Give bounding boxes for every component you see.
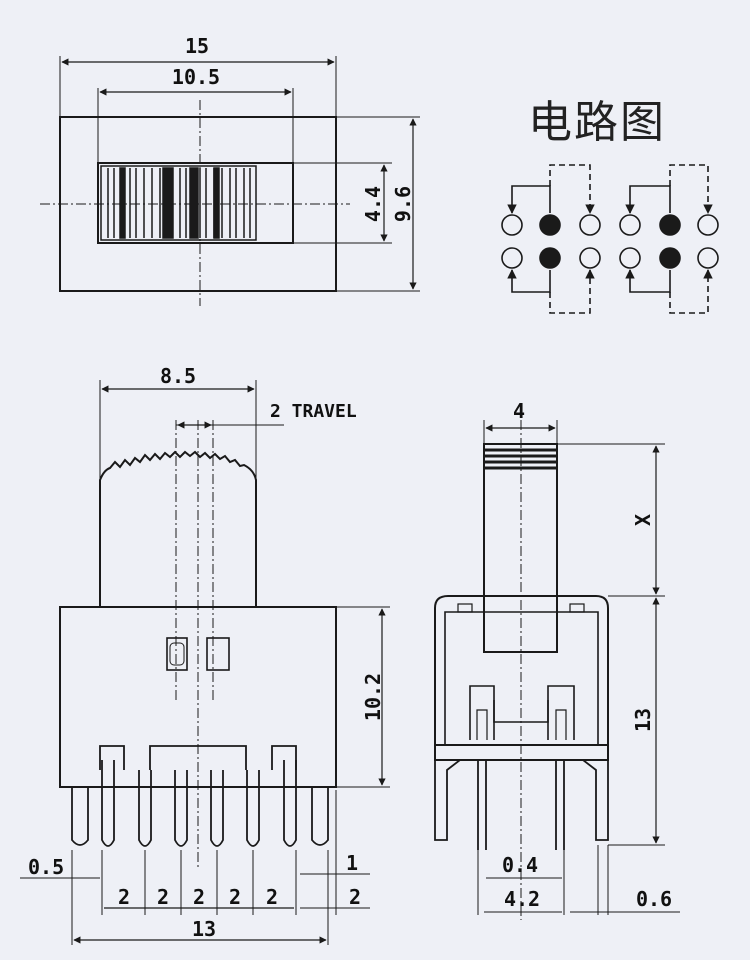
contact-open (579, 214, 601, 236)
dim-height-total: 9.6 (391, 186, 415, 222)
dim-pitch-1: 2 (118, 885, 130, 909)
contact-open (697, 214, 719, 236)
circuit-diagram-title: 电路图 (528, 97, 666, 148)
dim-pitch-2: 2 (157, 885, 169, 909)
dim-body-height: 10.2 (361, 673, 385, 721)
top-view (40, 56, 420, 306)
dim-pin-thickness: 0.4 (502, 853, 538, 877)
dim-height-slider: 4.4 (361, 186, 385, 222)
slider-knob (100, 165, 257, 241)
contact-open (501, 247, 523, 269)
front-knob (99, 450, 257, 607)
dim-pitch-4: 2 (229, 885, 241, 909)
contact-common (659, 214, 681, 236)
top-view-slider-window (97, 162, 294, 244)
dim-width-slider: 10.5 (172, 65, 220, 89)
dim-side-body-height: 13 (631, 708, 655, 732)
dim-tab-offset: 2 (349, 885, 361, 909)
dim-pin-width: 0.5 (28, 855, 64, 879)
front-pins (71, 760, 329, 847)
contact-common (539, 214, 561, 236)
contact-open (697, 247, 719, 269)
dim-travel: 2 TRAVEL (270, 401, 357, 422)
contact-open (619, 214, 641, 236)
dim-tab-thickness: 0.6 (636, 887, 672, 911)
dim-tab-width: 1 (346, 851, 358, 875)
side-frame (434, 595, 609, 745)
dim-knob-width: 8.5 (160, 364, 196, 388)
contact-common (539, 247, 561, 269)
dim-pitch-5: 2 (266, 885, 278, 909)
dim-pitch-3: 2 (193, 885, 205, 909)
dim-overall-width: 13 (192, 917, 216, 941)
front-view (20, 380, 390, 945)
contact-common (659, 247, 681, 269)
dim-actuator-height: X (631, 514, 655, 526)
dim-width-total: 15 (185, 34, 209, 58)
contact-open (501, 214, 523, 236)
contact-open (619, 247, 641, 269)
circuit-diagram (501, 164, 719, 314)
dim-pin-spacing: 4.2 (504, 887, 540, 911)
dim-actuator-width: 4 (513, 399, 525, 423)
side-view (434, 420, 680, 920)
contact-open (579, 247, 601, 269)
